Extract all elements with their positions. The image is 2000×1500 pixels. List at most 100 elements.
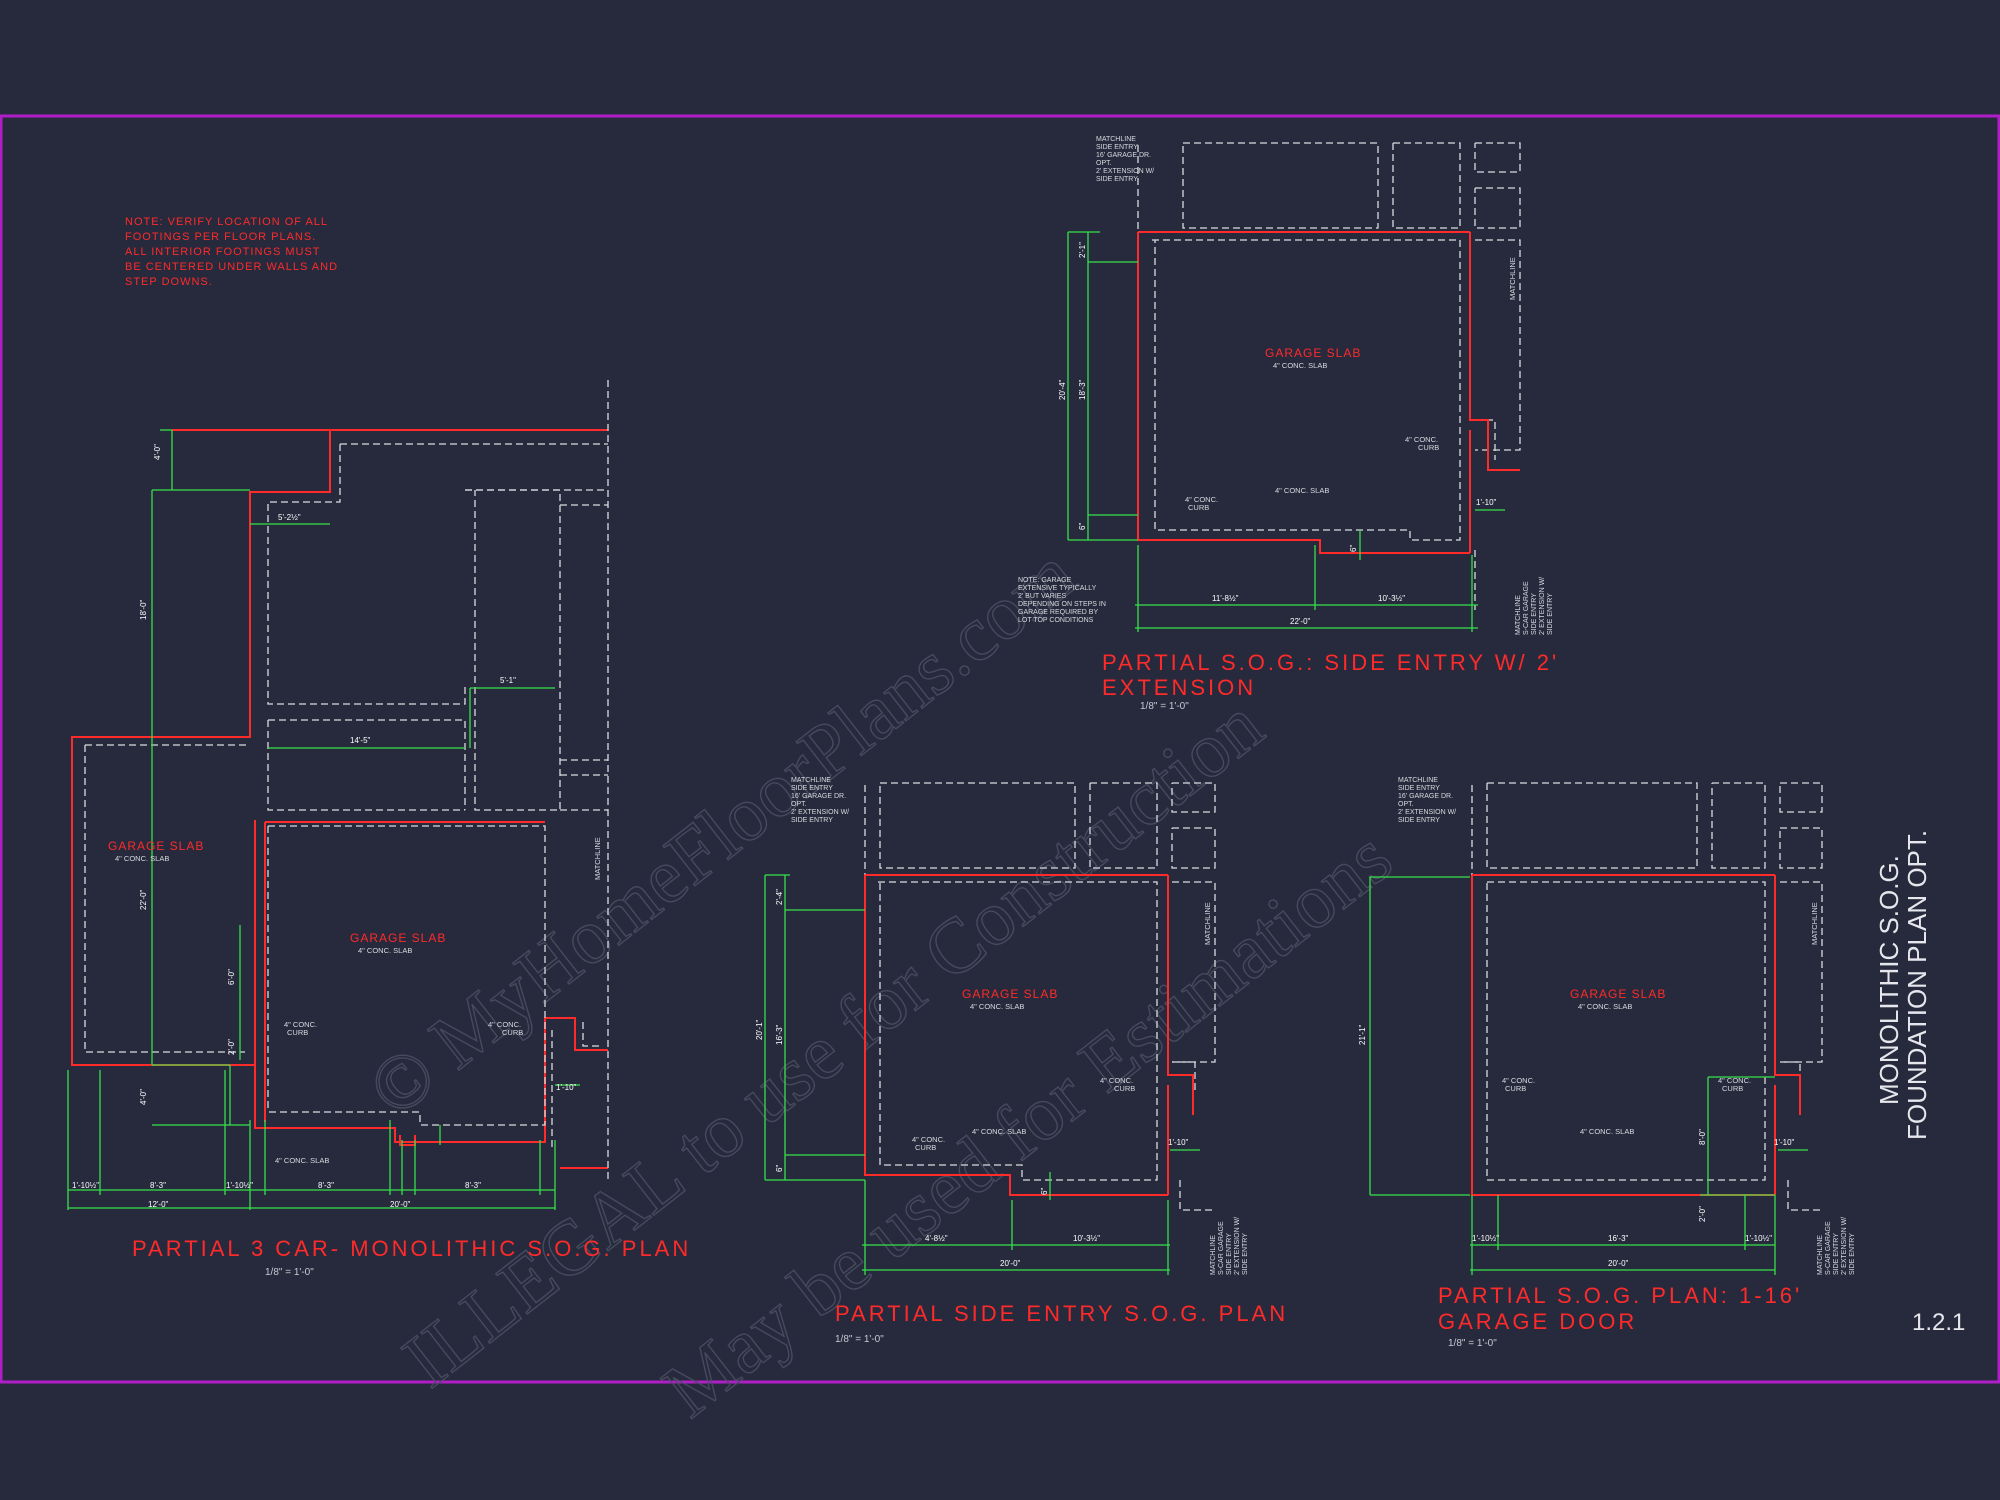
p4-matchline-note-2: SIDE ENTRY bbox=[1398, 785, 1440, 792]
p2-side-note-4: DEPENDING ON STEPS IN bbox=[1018, 601, 1106, 608]
p2-matchline-note-1: MATCHLINE bbox=[1096, 136, 1136, 143]
p3-matchline-note-5: 2' EXTENSION W/ bbox=[791, 809, 849, 816]
p2-curb-2: 4" CONC. bbox=[1405, 435, 1438, 444]
p1-dim-14: 8'-3" bbox=[318, 1181, 334, 1190]
p2-curb-2b: CURB bbox=[1418, 443, 1439, 452]
p2-mlb-5: SIDE ENTRY bbox=[1547, 593, 1554, 635]
p2-matchline: MATCHLINE bbox=[1508, 257, 1517, 300]
general-note-line-2: FOOTINGS PER FLOOR PLANS. bbox=[125, 231, 316, 243]
p2-side-note-1: NOTE: GARAGE bbox=[1018, 577, 1072, 584]
p2-side-note-2: EXTENSIVE TYPICALLY bbox=[1018, 585, 1097, 592]
p4-mlb-5: SIDE ENTRY bbox=[1849, 1233, 1856, 1275]
p4-matchline-note-3: 16' GARAGE DR. bbox=[1398, 793, 1453, 800]
p2-side-note: NOTE: GARAGE EXTENSIVE TYPICALLY 2' BUT … bbox=[1018, 577, 1106, 624]
p2-slab-sub-2: 4" CONC. SLAB bbox=[1275, 486, 1329, 495]
p4-dim-4: 1'-10" bbox=[1774, 1138, 1795, 1147]
p1-dim-2: 5'-2½" bbox=[278, 513, 301, 522]
p1-slab-b-sub: 4" CONC. SLAB bbox=[358, 946, 412, 955]
p3-matchline: MATCHLINE bbox=[1203, 902, 1212, 945]
p3-slab-sub: 4" CONC. SLAB bbox=[970, 1002, 1024, 1011]
p4-mlb-4: 2' EXTENSION W/ bbox=[1841, 1217, 1848, 1275]
p3-dim-7: 20'-0" bbox=[1000, 1259, 1021, 1268]
p2-dim-3: 18'-3" bbox=[1078, 379, 1087, 400]
p2-matchline-note-6: SIDE ENTRY bbox=[1096, 176, 1138, 183]
p3-matchline-note-b: MATCHLINE S-CAR GARAGE SIDE ENTRY 2' EXT… bbox=[1210, 1217, 1249, 1275]
p1-dim-10: 1'-10" bbox=[556, 1083, 577, 1092]
p1-slab-a-sub: 4" CONC. SLAB bbox=[115, 854, 169, 863]
p3-slab-label: GARAGE SLAB bbox=[962, 987, 1058, 1001]
general-note-line-3: ALL INTERIOR FOOTINGS MUST bbox=[125, 246, 321, 258]
p4-slab-sub: 4" CONC. SLAB bbox=[1578, 1002, 1632, 1011]
p1-dim-3: 18'-0" bbox=[139, 599, 148, 620]
p4-curb-1b: CURB bbox=[1505, 1084, 1526, 1093]
p1-curb-2: 4" CONC. bbox=[488, 1020, 521, 1029]
side-title-line-2: FOUNDATION PLAN OPT. bbox=[1902, 830, 1932, 1140]
p1-dim-1: 4'-0" bbox=[153, 444, 162, 460]
p4-mlb-2: S-CAR GARAGE bbox=[1825, 1221, 1832, 1275]
p2-slab-sub: 4" CONC. SLAB bbox=[1273, 361, 1327, 370]
p1-dim-6: 22'-0" bbox=[139, 889, 148, 910]
p1-dim-13: 1'-10½" bbox=[226, 1181, 253, 1190]
p2-mlb-2: S-CAR GARAGE bbox=[1523, 581, 1530, 635]
p1-dim-8: 2'-0" bbox=[227, 1039, 236, 1055]
p2-matchline-note-4: OPT. bbox=[1096, 160, 1112, 167]
p4-dim-7: 1'-10½" bbox=[1745, 1234, 1772, 1243]
p3-curb-1: 4" CONC. bbox=[912, 1135, 945, 1144]
p3-mlb-2: S-CAR GARAGE bbox=[1218, 1221, 1225, 1275]
p1-dim-11: 1'-10½" bbox=[72, 1181, 99, 1190]
sheet-border bbox=[0, 114, 2000, 1384]
p2-matchline-note: MATCHLINE SIDE ENTRY 16' GARAGE DR. OPT.… bbox=[1096, 136, 1154, 183]
p3-matchline-note-6: SIDE ENTRY bbox=[791, 817, 833, 824]
p2-dim-6: 10'-3½" bbox=[1378, 594, 1405, 603]
p2-dim-1: 2'-1" bbox=[1078, 242, 1087, 258]
p2-curb-1b: CURB bbox=[1188, 503, 1209, 512]
p2-title-line-1: PARTIAL S.O.G.: SIDE ENTRY W/ 2' bbox=[1102, 650, 1559, 675]
p3-dim-8: 1'-10" bbox=[1168, 1138, 1189, 1147]
p4-matchline-note: MATCHLINE SIDE ENTRY 16' GARAGE DR. OPT.… bbox=[1398, 777, 1456, 824]
p2-title-line-2: EXTENSION bbox=[1102, 675, 1256, 700]
p3-scale: 1/8" = 1'-0" bbox=[835, 1334, 884, 1345]
p2-dim-2: 20'-4" bbox=[1058, 379, 1067, 400]
p4-dim-1: 21'-1" bbox=[1358, 1024, 1367, 1045]
p2-matchline-note-3: 16' GARAGE DR. bbox=[1096, 152, 1151, 159]
p1-dim-7: 6'-0" bbox=[227, 969, 236, 985]
p4-curb-2b: CURB bbox=[1722, 1084, 1743, 1093]
general-note-line-1: NOTE: VERIFY LOCATION OF ALL bbox=[125, 216, 328, 228]
p4-mlb-1: MATCHLINE bbox=[1817, 1235, 1824, 1275]
p3-dim-4: 6" bbox=[775, 1165, 784, 1172]
p1-dim-4: 14'-5" bbox=[350, 736, 371, 745]
p4-title-line-2: GARAGE DOOR bbox=[1438, 1309, 1637, 1334]
p2-side-note-3: 2' BUT VARIES bbox=[1018, 593, 1066, 600]
p2-side-note-6: LOT TOP CONDITIONS bbox=[1018, 617, 1094, 624]
p2-dim-9: 6" bbox=[1349, 545, 1358, 552]
p1-dim-12: 8'-3" bbox=[150, 1181, 166, 1190]
p4-slab-sub-2: 4" CONC. SLAB bbox=[1580, 1127, 1634, 1136]
p4-scale: 1/8" = 1'-0" bbox=[1448, 1338, 1497, 1349]
p3-dim-6: 10'-3½" bbox=[1073, 1234, 1100, 1243]
p2-dim-5: 11'-8½" bbox=[1212, 594, 1239, 603]
p3-mlb-5: SIDE ENTRY bbox=[1242, 1233, 1249, 1275]
p2-dim-7: 22'-0" bbox=[1290, 617, 1311, 626]
side-title-line-1: MONOLITHIC S.O.G. bbox=[1874, 855, 1904, 1105]
p4-matchline-note-6: SIDE ENTRY bbox=[1398, 817, 1440, 824]
p3-matchline-note-1: MATCHLINE bbox=[791, 777, 831, 784]
p4-mlb-3: SIDE ENTRY bbox=[1833, 1233, 1840, 1275]
sheet-number: 1.2.1 bbox=[1912, 1309, 1965, 1336]
p2-slab-label: GARAGE SLAB bbox=[1265, 346, 1361, 360]
general-note-line-4: BE CENTERED UNDER WALLS AND bbox=[125, 261, 338, 273]
p1-title: PARTIAL 3 CAR- MONOLITHIC S.O.G. PLAN bbox=[132, 1236, 691, 1261]
p3-matchline-note-3: 16' GARAGE DR. bbox=[791, 793, 846, 800]
p2-dim-8: 1'-10" bbox=[1476, 498, 1497, 507]
p3-dim-3: 16'-3" bbox=[775, 1024, 784, 1045]
p1-dim-15: 8'-3" bbox=[465, 1181, 481, 1190]
p2-matchline-note-5: 2' EXTENSION W/ bbox=[1096, 168, 1154, 175]
p2-mlb-1: MATCHLINE bbox=[1515, 595, 1522, 635]
p3-mlb-1: MATCHLINE bbox=[1210, 1235, 1217, 1275]
p4-matchline: MATCHLINE bbox=[1810, 902, 1819, 945]
p2-matchline-note-b: MATCHLINE S-CAR GARAGE SIDE ENTRY 2' EXT… bbox=[1515, 577, 1554, 635]
p3-curb-2: 4" CONC. bbox=[1100, 1076, 1133, 1085]
p1-scale: 1/8" = 1'-0" bbox=[265, 1267, 314, 1278]
p4-matchline-note-4: OPT. bbox=[1398, 801, 1414, 808]
p1-dim-17: 20'-0" bbox=[390, 1200, 411, 1209]
